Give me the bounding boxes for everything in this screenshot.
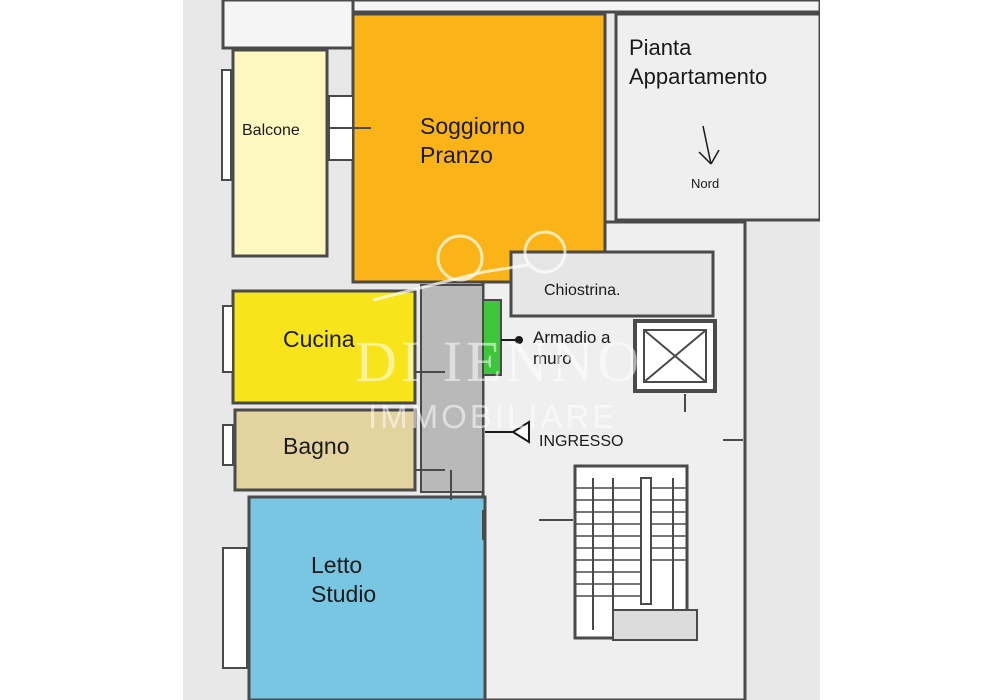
cucina-label: Cucina [283, 326, 355, 352]
soggiorno-label-line1: Soggiorno [420, 113, 525, 139]
balcone-window [221, 69, 232, 181]
stair-treads [575, 487, 687, 597]
plan-title-line1: Pianta [629, 35, 692, 60]
letto-label: Letto Studio [311, 551, 376, 609]
bagno-window [222, 424, 234, 466]
stair-landing [612, 609, 698, 641]
door-markers [415, 371, 743, 540]
ingresso-label: INGRESSO [539, 433, 624, 450]
watermark-key-logo [372, 230, 567, 302]
north-label: Nord [691, 176, 720, 191]
plan-title-line2: Appartamento [629, 63, 768, 89]
right-margin [820, 0, 1000, 700]
corridor [420, 284, 484, 493]
north-arrow-head-left [698, 151, 712, 165]
armadio-label-line1: Armadio a [533, 328, 611, 347]
watermark-brand: DI IENNO [355, 329, 644, 394]
balcone-label: Balcone [242, 122, 300, 139]
bagno-room [233, 408, 417, 492]
chiostrina-courtyard [509, 250, 715, 318]
soggiorno-room [351, 12, 607, 284]
balcone-room [231, 48, 329, 258]
stair-well-divider [640, 477, 652, 605]
top-room-outline [221, 0, 357, 50]
elevator-cross-b [643, 329, 707, 383]
letto-label-line1: Letto [311, 552, 363, 578]
letto-label-line2: Studio [311, 580, 377, 607]
watermark-brand-sub: IMMOBILIARE [368, 398, 618, 435]
letto-room [247, 495, 487, 700]
letto-window [222, 547, 248, 669]
floor-plan: Pianta Appartamento Nord Balcone Soggior… [183, 0, 820, 700]
north-arrow-shaft [702, 125, 712, 165]
northern-common-area [614, 12, 820, 222]
elevator-cabin [643, 329, 707, 383]
armadio-label: Armadio a muro [533, 327, 610, 370]
ingresso-arrow-head [511, 420, 530, 444]
cucina-room [231, 289, 417, 405]
armadio-label-line2: muro [533, 349, 572, 369]
floor-plan-drawing [221, 0, 820, 700]
cucina-window [222, 305, 234, 373]
left-margin [0, 0, 183, 700]
soggiorno-label-line2: Pranzo [420, 141, 493, 168]
top-wall-strip [351, 0, 820, 14]
chiostrina-label: Chiostrina. [544, 282, 621, 299]
armadio-closet [482, 299, 502, 376]
plan-title: Pianta Appartamento [629, 34, 767, 91]
bagno-label: Bagno [283, 433, 350, 459]
soggiorno-label: Soggiorno Pranzo [420, 112, 525, 170]
north-arrow-head-right [710, 149, 720, 165]
